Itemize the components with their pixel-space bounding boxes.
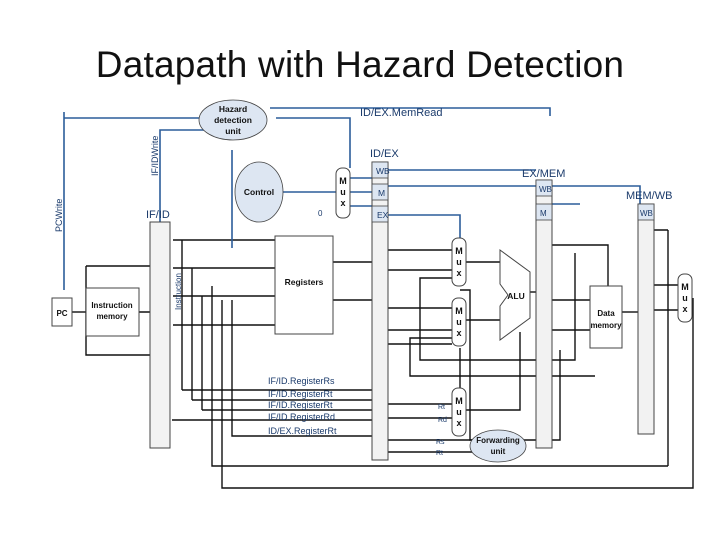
svg-text:u: u — [456, 317, 462, 327]
wires — [72, 229, 694, 489]
svg-text:M: M — [455, 246, 463, 256]
ex-mem-wb: WB — [539, 185, 552, 194]
rt-label: Rt — [438, 404, 445, 411]
hazard-label-3: unit — [225, 126, 241, 136]
fwd-label-1: Forwarding — [476, 436, 520, 445]
zero-input: 0 — [318, 209, 323, 218]
svg-text:M: M — [681, 282, 689, 292]
forwarding-unit: Forwarding unit — [469, 429, 527, 463]
id-ex-label: ID/EX — [370, 148, 399, 160]
svg-text:x: x — [682, 304, 687, 314]
ifid-rd-label: IF/ID.RegisterRd — [268, 412, 335, 422]
svg-text:u: u — [456, 407, 462, 417]
control-lines — [63, 107, 641, 290]
instruction-memory: Instruction memory — [85, 287, 140, 337]
mem-wb-wb: WB — [640, 209, 653, 218]
rd-label: Rd — [438, 417, 447, 424]
ex-mem-register: EX/MEM WB M — [522, 168, 565, 449]
rs-label: Rs — [436, 439, 445, 446]
mux-x: x — [340, 198, 345, 208]
alu: ALU — [499, 249, 531, 341]
ifid-rt-label-1: IF/ID.RegisterRt — [268, 389, 333, 399]
ex-mux-a: M u x — [451, 237, 467, 287]
svg-text:M: M — [455, 396, 463, 406]
fwd-label-2: unit — [491, 447, 506, 456]
ex-mem-m: M — [540, 209, 547, 218]
hazard-label-1: Hazard — [219, 104, 247, 114]
ifid-write-label: IF/IDWrite — [150, 136, 160, 176]
if-id-label: IF/ID — [146, 209, 170, 221]
signal-labels: ID/EX.MemRead IF/IDWrite PCWrite IF/ID.R… — [54, 107, 447, 457]
instruction-label: Instruction — [174, 273, 183, 310]
mux-u: u — [340, 187, 346, 197]
mem-wb-label: MEM/WB — [626, 190, 672, 202]
hazard-label-2: detection — [214, 115, 252, 125]
hazard-detection-unit: Hazard detection unit — [198, 99, 268, 141]
registers-label: Registers — [285, 277, 324, 287]
if-id-register: IF/ID Instruction — [146, 209, 183, 449]
pc-unit: PC — [51, 297, 73, 327]
rt2-label: Rt — [436, 450, 443, 457]
control-label: Control — [244, 187, 274, 197]
pc-label: PC — [56, 309, 67, 318]
imem-label-1: Instruction — [91, 301, 132, 310]
imem-label-2: memory — [96, 312, 128, 321]
slide-title: Datapath with Hazard Detection — [95, 44, 625, 85]
memread-label: ID/EX.MemRead — [360, 107, 443, 119]
dmem-label-2: memory — [590, 321, 622, 330]
mux-m: M — [339, 176, 347, 186]
svg-text:u: u — [682, 293, 688, 303]
id-ex-register: ID/EX WB M EX — [370, 148, 399, 461]
svg-text:M: M — [455, 306, 463, 316]
mem-wb-register: MEM/WB WB — [626, 190, 672, 435]
ifid-rs-label: IF/ID.RegisterRs — [268, 376, 335, 386]
id-ex-m: M — [378, 188, 385, 198]
id-ex-ex: EX — [377, 210, 389, 220]
svg-text:x: x — [456, 268, 461, 278]
pc-write-label: PCWrite — [54, 199, 64, 232]
alu-label: ALU — [507, 291, 524, 301]
data-memory: Data memory — [589, 285, 623, 349]
svg-text:x: x — [456, 328, 461, 338]
ex-mem-label: EX/MEM — [522, 168, 565, 180]
svg-text:u: u — [456, 257, 462, 267]
wb-mux: M u x — [677, 273, 693, 323]
control-unit: Control — [234, 161, 284, 223]
idex-rt-label: ID/EX.RegisterRt — [268, 426, 337, 436]
svg-text:x: x — [456, 418, 461, 428]
id-ex-wb: WB — [376, 166, 390, 176]
register-file: Registers — [274, 235, 334, 335]
ifid-rt-label-2: IF/ID.RegisterRt — [268, 400, 333, 410]
dmem-label-1: Data — [597, 309, 615, 318]
control-mux: M u x 0 — [318, 167, 351, 219]
ex-mux-b: M u x — [451, 297, 467, 347]
ex-mux-rd: M u x — [451, 387, 467, 437]
